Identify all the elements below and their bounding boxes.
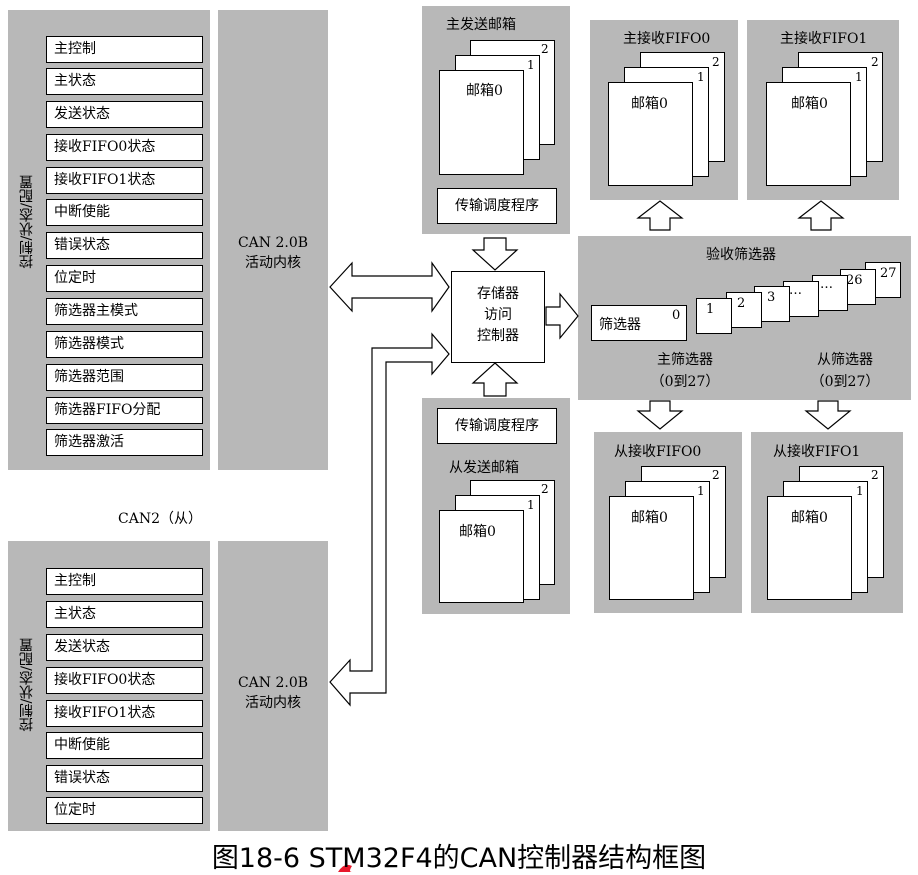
filter-front-label: 筛选器 <box>599 317 641 333</box>
filter-card-number: 3 <box>767 290 776 305</box>
can1-core-line1: CAN 2.0B <box>237 235 309 251</box>
can1-register: 接收FIFO1状态 <box>46 167 203 194</box>
can1-register: 筛选器主模式 <box>46 298 203 325</box>
can1-register: 接收FIFO0状态 <box>46 134 203 161</box>
slave-tx-card-number: 2 <box>541 482 549 496</box>
slave-tx-title: 从发送邮箱 <box>449 460 519 476</box>
memory-controller-line2: 访问 <box>484 307 512 323</box>
slave-fifo1-card-number: 2 <box>871 468 879 482</box>
master-fifo0-title: 主接收FIFO0 <box>623 31 711 47</box>
can2-register: 接收FIFO1状态 <box>46 700 203 727</box>
can1-register: 主控制 <box>46 36 203 63</box>
slave-tx-mailbox-card <box>439 510 524 603</box>
slave-fifo1-mailbox-label: 邮箱0 <box>791 510 828 526</box>
can2-register: 错误状态 <box>46 765 203 792</box>
master-tx-mailbox-label: 邮箱0 <box>466 83 503 99</box>
can2-core-line1: CAN 2.0B <box>237 675 309 691</box>
master-tx-card-number: 2 <box>541 42 549 56</box>
master-filter-line2: （0到27） <box>650 374 720 390</box>
filter-card <box>696 298 732 334</box>
master-fifo1-card-number: 2 <box>871 55 879 69</box>
filter-to-master-fifo0-arrow <box>636 200 684 231</box>
figure-caption: 图18-6 STM32F4的CAN控制器结构框图 <box>211 843 707 874</box>
slave-filter-line2: （0到27） <box>810 374 880 390</box>
master-tx-title: 主发送邮箱 <box>446 17 516 33</box>
master-fifo1-title: 主接收FIFO1 <box>780 31 868 47</box>
master-fifo1-mailbox-label: 邮箱0 <box>791 96 828 112</box>
slave-fifo0-mailbox-card <box>609 496 694 600</box>
slave-fifo1-card-number: 1 <box>856 484 864 498</box>
filter-card-number: 1 <box>706 302 715 317</box>
can2-bus-arrow <box>329 332 450 707</box>
can1-register: 筛选器FIFO分配 <box>46 397 203 424</box>
watermark-mark <box>338 864 352 872</box>
can2-core-panel <box>218 541 328 831</box>
master-tx-scheduler: 传输调度程序 <box>437 188 557 224</box>
memory-controller-line3: 控制器 <box>477 328 519 344</box>
can1-register: 筛选器范围 <box>46 364 203 391</box>
can1-register: 错误状态 <box>46 232 203 259</box>
slave-tx-up-arrow <box>471 362 519 397</box>
filter-card <box>726 292 762 328</box>
filter-to-slave-fifo0-arrow <box>636 400 684 430</box>
can2-register: 主控制 <box>46 568 203 595</box>
can1-register: 筛选器激活 <box>46 429 203 456</box>
master-fifo1-mailbox-card <box>766 82 851 186</box>
filter-card-number: … <box>789 283 802 298</box>
master-fifo0-card-number: 1 <box>697 70 705 84</box>
can2-register: 位定时 <box>46 797 203 824</box>
filter-to-master-fifo1-arrow <box>797 200 845 231</box>
master-fifo0-mailbox-card <box>608 82 693 186</box>
slave-fifo1-title: 从接收FIFO1 <box>773 444 861 460</box>
can2-register: 发送状态 <box>46 634 203 661</box>
master-fifo1-card-number: 1 <box>855 70 863 84</box>
slave-fifo0-title: 从接收FIFO0 <box>614 444 702 460</box>
can1-register: 中断使能 <box>46 199 203 226</box>
can1-register: 位定时 <box>46 265 203 292</box>
filter-bank-title: 验收筛选器 <box>706 247 776 263</box>
slave-fifo1-mailbox-card <box>767 496 852 600</box>
filter-card-front <box>591 305 687 341</box>
slave-filter-line1: 从筛选器 <box>817 352 873 368</box>
can1-core-line2: 活动内核 <box>245 255 301 271</box>
master-fifo0-card-number: 2 <box>712 55 720 69</box>
filter-card-number: 2 <box>737 296 746 311</box>
filter-card-number: … <box>820 277 833 292</box>
filter-to-slave-fifo1-arrow <box>804 400 852 430</box>
slave-fifo0-mailbox-label: 邮箱0 <box>631 510 668 526</box>
can1-bus-arrow <box>329 261 450 313</box>
filter-card-number: 26 <box>846 273 863 288</box>
can1-register: 筛选器模式 <box>46 331 203 358</box>
slave-tx-scheduler: 传输调度程序 <box>437 408 557 444</box>
can1-register: 发送状态 <box>46 101 203 128</box>
can1-core-panel <box>218 10 328 470</box>
filter-card-number: 27 <box>880 266 897 281</box>
can2-register: 主状态 <box>46 601 203 628</box>
slave-tx-card-number: 1 <box>527 498 535 512</box>
master-filter-line1: 主筛选器 <box>657 352 713 368</box>
memory-access-controller: 存储器 访问 控制器 <box>451 271 545 363</box>
memory-controller-line1: 存储器 <box>477 286 519 302</box>
can2-core-line2: 活动内核 <box>245 695 301 711</box>
can1-register: 主状态 <box>46 68 203 95</box>
master-tx-mailbox-card <box>439 70 524 175</box>
master-tx-down-arrow <box>471 237 519 271</box>
slave-fifo0-card-number: 2 <box>712 468 720 482</box>
master-fifo0-mailbox-label: 邮箱0 <box>631 96 668 112</box>
can2-register: 中断使能 <box>46 732 203 759</box>
controller-to-filter-arrow <box>545 292 579 340</box>
can2-register: 接收FIFO0状态 <box>46 667 203 694</box>
filter-card-number: 0 <box>672 308 681 323</box>
slave-tx-mailbox-label: 邮箱0 <box>459 524 496 540</box>
slave-fifo0-card-number: 1 <box>697 484 705 498</box>
master-tx-card-number: 1 <box>527 58 535 72</box>
can2-label: CAN2（从） <box>118 511 202 527</box>
